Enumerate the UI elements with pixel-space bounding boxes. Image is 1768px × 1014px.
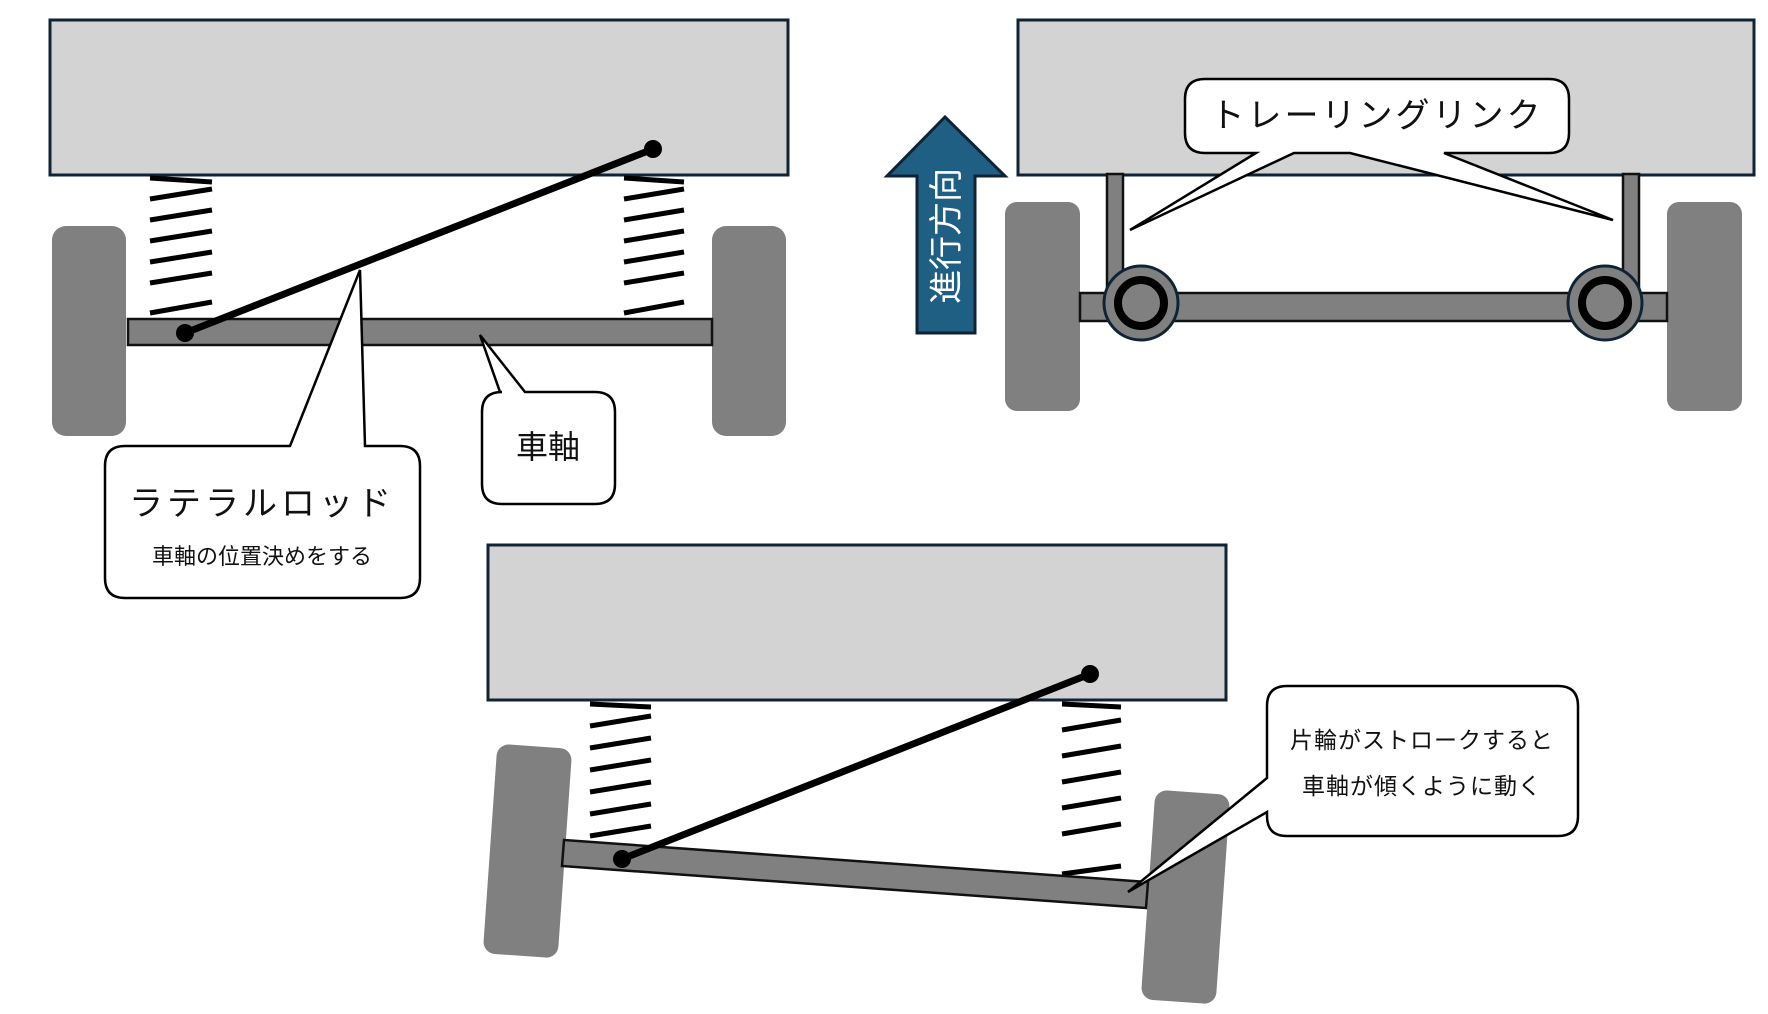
rod-joint-upper-tilted: [1081, 665, 1099, 683]
tilt-callout-line1: 片輪がストロークすると: [1290, 728, 1554, 754]
tilt-callout-line2: 車軸が傾くように動く: [1302, 774, 1542, 800]
vehicle-body: [48, 18, 790, 177]
wheel-left: [52, 226, 126, 436]
panel-top-view: トレーリングリンク: [1005, 18, 1756, 411]
panel-rear-view-tilted: 片輪がストロークすると 車軸が傾くように動く: [483, 543, 1580, 1004]
lateral-rod-tilted: [618, 670, 1094, 863]
rod-joint-lower: [176, 324, 194, 342]
spring-right: [623, 175, 685, 316]
direction-arrow-shape: [883, 114, 1009, 335]
direction-arrow: 進行方向: [883, 114, 1009, 335]
spring-left: [149, 175, 213, 316]
tilt-callout: [1127, 684, 1580, 894]
wheel-front-left: [1005, 202, 1080, 411]
wheel-front-right: [1667, 202, 1742, 411]
panel-rear-view-level: ラテラルロッド 車軸の位置決めをする 車軸: [48, 18, 790, 600]
axle-beam-tilted: [560, 838, 1150, 910]
vehicle-body-bottom: [486, 543, 1228, 702]
lateral-rod: [181, 145, 657, 337]
wheel-left-tilted: [483, 744, 572, 958]
wheel-right: [712, 226, 786, 436]
axle-beam: [126, 317, 714, 347]
spring-left-tilted: [589, 701, 652, 839]
lateral-rod-callout: [103, 269, 422, 600]
axle-callout: [478, 334, 617, 506]
spring-right-tilted: [1061, 701, 1122, 877]
lateral-rod-title: ラテラルロッド: [129, 484, 395, 524]
rod-joint-upper: [644, 140, 662, 158]
trailing-link-label: トレーリングリンク: [1211, 96, 1544, 136]
rod-joint-lower-tilted: [613, 850, 631, 868]
pivot-bushing-left: [1102, 264, 1180, 342]
trailing-link-callout: [1129, 77, 1614, 232]
axle-label: 車軸: [516, 428, 580, 466]
pivot-bushing-right: [1566, 264, 1644, 342]
lateral-rod-description: 車軸の位置決めをする: [152, 545, 372, 570]
direction-label: 進行方向: [927, 168, 967, 304]
